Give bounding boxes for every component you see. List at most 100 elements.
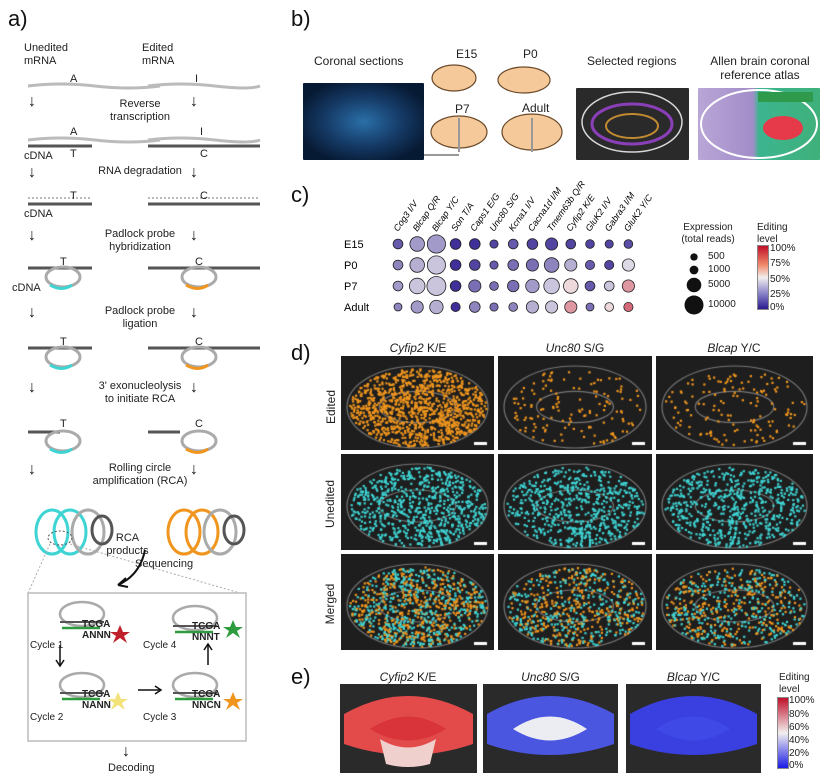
label-e15: E15 xyxy=(456,47,478,61)
down-arrow-icon: ↓ xyxy=(28,461,36,478)
dotplot-dot xyxy=(604,302,614,312)
seq-cycle2: NANN xyxy=(82,700,111,711)
dotplot-dot xyxy=(489,281,499,291)
base-c-3: C xyxy=(195,256,203,268)
dotplot-dot xyxy=(565,238,577,250)
dotplot-dot xyxy=(507,259,519,271)
panel-b-label: b) xyxy=(291,6,311,31)
down-arrow-icon: ↓ xyxy=(28,227,36,244)
editing-legend-title: Editing level xyxy=(757,222,788,245)
editing-tick-75: 75% xyxy=(770,258,791,269)
panel-c-label: c) xyxy=(291,182,310,207)
dotplot-dot xyxy=(489,260,499,270)
base-c-4: C xyxy=(195,336,203,348)
spatial-map-r0-c2 xyxy=(656,356,813,450)
dotplot-dot xyxy=(564,258,578,272)
down-arrow-icon: ↓ xyxy=(28,93,36,110)
label-p0: P0 xyxy=(523,47,538,61)
dotplot-dot xyxy=(409,236,425,252)
panel-e-col-title-2: Unc80 S/G xyxy=(521,670,580,684)
dotplot-dot xyxy=(469,259,481,271)
dotplot-dot xyxy=(449,259,462,271)
step-rca: Rolling circle amplification (RCA) xyxy=(92,462,188,487)
dotplot-dot xyxy=(409,257,425,273)
spatial-map-r0-c0 xyxy=(341,356,494,450)
step-padlock-hybridization: Padlock probe hybridization xyxy=(104,228,176,253)
cycle-2-label: Cycle 2 xyxy=(30,712,64,723)
dotplot-dot xyxy=(525,258,539,272)
size-legend-1000: 1000 xyxy=(708,264,731,275)
panel-e-map-blcap xyxy=(626,684,761,773)
panel-e-map-unc80 xyxy=(483,684,618,773)
panel-e-legend-title: Editing level xyxy=(779,672,810,695)
panel-d-col-title-1: Cyfip2 K/E xyxy=(389,341,447,355)
dotplot-dot xyxy=(392,259,404,271)
coronal-sections-title: Coronal sections xyxy=(314,54,404,68)
dotplot-dot xyxy=(426,234,446,254)
spatial-map-r1-c0 xyxy=(341,454,494,550)
step-padlock-ligation: Padlock probe ligation xyxy=(104,305,176,330)
panel-e-label: e) xyxy=(291,664,311,689)
down-arrow-icon: ↓ xyxy=(190,379,198,396)
panel-e-map-cyfip2 xyxy=(340,684,477,773)
panel-e-tick-100: 100% xyxy=(789,695,815,706)
panel-d-col-title-2: Unc80 S/G xyxy=(545,341,605,355)
cycle-3-label: Cycle 3 xyxy=(143,712,177,723)
panel-e-tick-80: 80% xyxy=(789,709,810,720)
panel-a-diagram xyxy=(27,82,261,742)
editing-tick-100: 100% xyxy=(770,243,796,254)
dotplot-dot xyxy=(408,277,426,295)
cycle-1-label: Cycle 1 xyxy=(30,640,64,651)
dotplot-dot xyxy=(564,300,578,314)
down-arrow-icon: ↓ xyxy=(190,227,198,244)
dotplot-dot xyxy=(623,302,634,312)
size-legend-dot xyxy=(686,277,702,293)
dotplot-dot xyxy=(468,279,482,293)
expression-legend-title: Expression (total reads) xyxy=(681,222,735,245)
spatial-map-r0-c1 xyxy=(498,356,652,450)
panel-e-colorbar xyxy=(777,697,789,769)
dotplot-dot xyxy=(543,277,560,295)
seq-cycle4: NNNT xyxy=(192,632,220,643)
selected-regions-title: Selected regions xyxy=(587,54,677,68)
base-i-1: I xyxy=(195,73,199,85)
down-arrow-icon: ↓ xyxy=(190,304,198,321)
base-a-2: A xyxy=(70,126,78,138)
panel-e-col-title-1: Cyfip2 K/E xyxy=(379,670,437,684)
base-c-5: C xyxy=(195,418,203,430)
base-i-2: I xyxy=(200,126,204,138)
dotplot-dot xyxy=(604,239,614,249)
size-legend-dot xyxy=(689,265,699,275)
spatial-map-r1-c2 xyxy=(656,454,813,550)
base-t-1: T xyxy=(70,148,77,160)
dotplot-row-label: E15 xyxy=(344,239,364,251)
base-t-5: T xyxy=(60,418,67,430)
dotplot-row-label: P7 xyxy=(344,281,357,293)
panel-a-label: a) xyxy=(8,6,28,31)
dotplot-dot xyxy=(585,239,595,249)
size-legend-10000: 10000 xyxy=(708,299,736,310)
label-adult: Adult xyxy=(522,101,550,115)
down-arrow-icon: ↓ xyxy=(190,93,198,110)
down-arrow-icon: ↓ xyxy=(190,164,198,181)
editing-tick-25: 25% xyxy=(770,289,791,300)
step-rna-degradation: RNA degradation xyxy=(98,165,182,177)
spatial-map-r2-c1 xyxy=(498,554,652,650)
editing-colorbar xyxy=(757,245,769,310)
dotplot-dot xyxy=(507,238,519,250)
base-t-3: T xyxy=(60,256,67,268)
rca-products-label: RCA products xyxy=(106,532,149,557)
cycle-4-label: Cycle 4 xyxy=(143,640,177,651)
cdna-label-3: cDNA xyxy=(12,282,41,294)
dotplot-dot xyxy=(410,300,424,314)
size-legend-dot xyxy=(690,253,698,261)
dotplot-dot xyxy=(392,238,404,250)
down-arrow-icon: ↓ xyxy=(122,743,130,760)
coronal-section-image xyxy=(303,83,424,160)
dotplot-dot xyxy=(543,257,560,273)
allen-atlas-image xyxy=(698,88,820,160)
seq-top-c4: TCGA xyxy=(192,621,221,632)
base-t-4: T xyxy=(60,336,67,348)
editing-tick-50: 50% xyxy=(770,274,791,285)
